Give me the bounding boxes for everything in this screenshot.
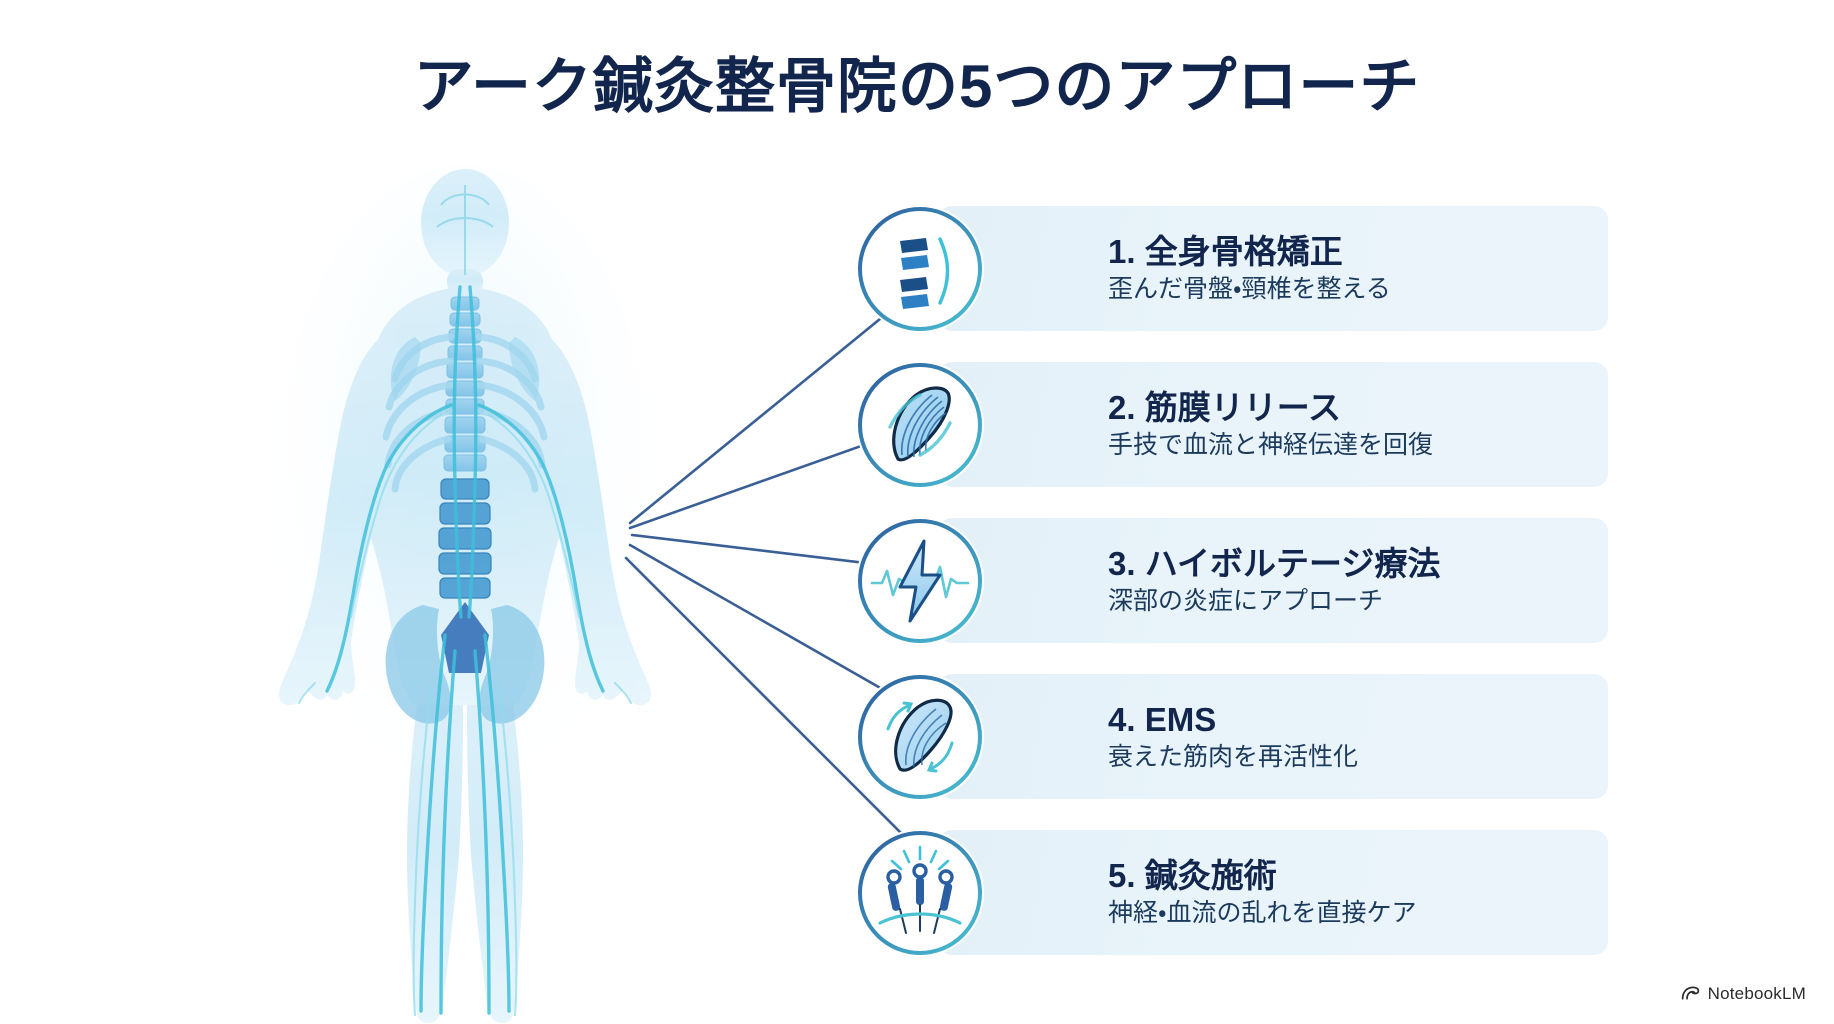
approach-card-4[interactable]: 4. EMS 衰えた筋肉を再活性化: [856, 672, 1608, 801]
approach-card-list: 1. 全身骨格矯正 歪んだ骨盤・頸椎を整える: [856, 204, 1608, 986]
card-title: 4. EMS: [1108, 700, 1217, 738]
approach-card-3[interactable]: 3. ハイボルテージ療法 深部の炎症にアプローチ: [856, 516, 1608, 645]
notebooklm-logo-icon: [1681, 986, 1699, 1000]
card-title: 1. 全身骨格矯正: [1108, 232, 1343, 270]
card-subtitle: 神経・血流の乱れを直接ケア: [1108, 899, 1417, 928]
muscle-ems-icon: [856, 672, 984, 801]
watermark-label: NotebookLM: [1707, 983, 1806, 1003]
muscle-fascia-icon: [856, 360, 984, 489]
approach-card-5[interactable]: 5. 鍼灸施術 神経・血流の乱れを直接ケア: [856, 828, 1608, 957]
card-subtitle: 歪んだ骨盤・頸椎を整える: [1108, 275, 1391, 304]
lightning-pulse-icon: [856, 516, 984, 645]
human-body-anatomy-illustration: [255, 165, 675, 1024]
card-title: 5. 鍼灸施術: [1108, 856, 1277, 894]
card-title: 3. ハイボルテージ療法: [1108, 544, 1441, 582]
approach-card-2[interactable]: 2. 筋膜リリース 手技で血流と神経伝達を回復: [856, 360, 1608, 489]
approach-card-1[interactable]: 1. 全身骨格矯正 歪んだ骨盤・頸椎を整える: [856, 204, 1608, 333]
card-subtitle: 衰えた筋肉を再活性化: [1108, 743, 1359, 772]
notebooklm-watermark: NotebookLM: [1680, 983, 1806, 1004]
acupuncture-needles-icon: [856, 828, 984, 957]
spine-icon: [856, 204, 984, 333]
page-title: アーク鍼灸整骨院の5つのアプローチ: [413, 53, 1421, 120]
card-subtitle: 手技で血流と神経伝達を回復: [1108, 431, 1434, 460]
card-title: 2. 筋膜リリース: [1108, 388, 1342, 426]
card-subtitle: 深部の炎症にアプローチ: [1108, 587, 1384, 616]
